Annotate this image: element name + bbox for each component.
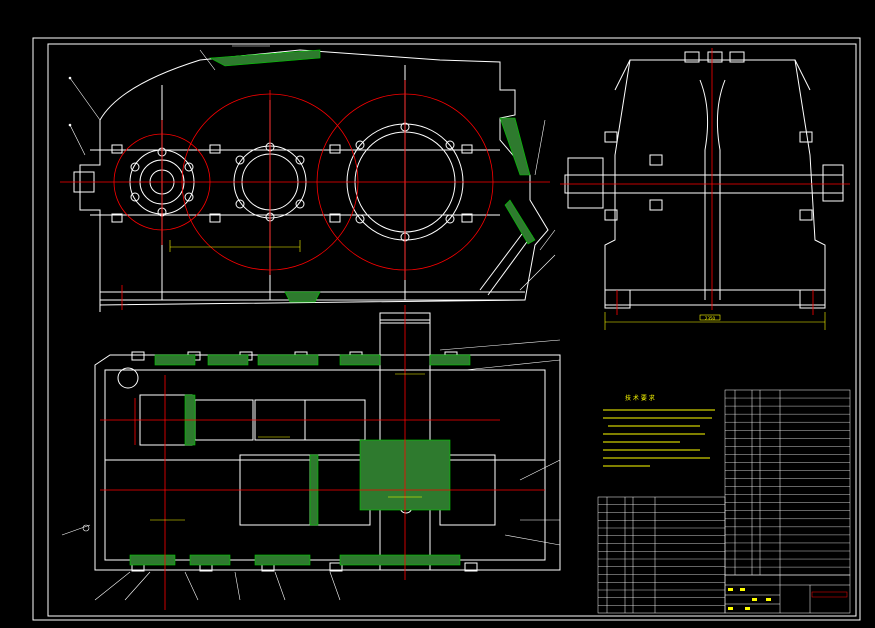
- plan-leaders: [61, 339, 561, 601]
- plan-centerlines: [100, 305, 545, 610]
- parts-list-left-rows: [598, 504, 725, 606]
- plan-housing: [94, 354, 561, 571]
- tech-req-title: 技 术 要 求: [625, 394, 655, 402]
- side-centerlines: [560, 48, 850, 315]
- front-leaders: [68, 45, 556, 291]
- technical-requirements: 技 术 要 求: [603, 394, 715, 467]
- title-block: [724, 574, 851, 614]
- parts-list-right: [724, 389, 851, 576]
- flange-bolts: [111, 144, 473, 223]
- side-housing: [604, 59, 826, 306]
- front-centerlines: [60, 80, 550, 310]
- parts-list-left: [597, 496, 726, 614]
- front-view: [73, 49, 549, 312]
- plan-dimensions: [150, 373, 425, 521]
- side-dimension-value: 2350: [705, 316, 716, 321]
- side-dimension: [604, 312, 826, 330]
- title-block-marks: [728, 588, 771, 610]
- housing-outline: [79, 49, 549, 306]
- parts-list-right-rows: [725, 397, 850, 568]
- outer-frame: [32, 37, 861, 621]
- front-hatch: [208, 49, 536, 303]
- side-view: [564, 51, 844, 309]
- inner-frame: [47, 43, 857, 617]
- front-dimension: [169, 240, 301, 252]
